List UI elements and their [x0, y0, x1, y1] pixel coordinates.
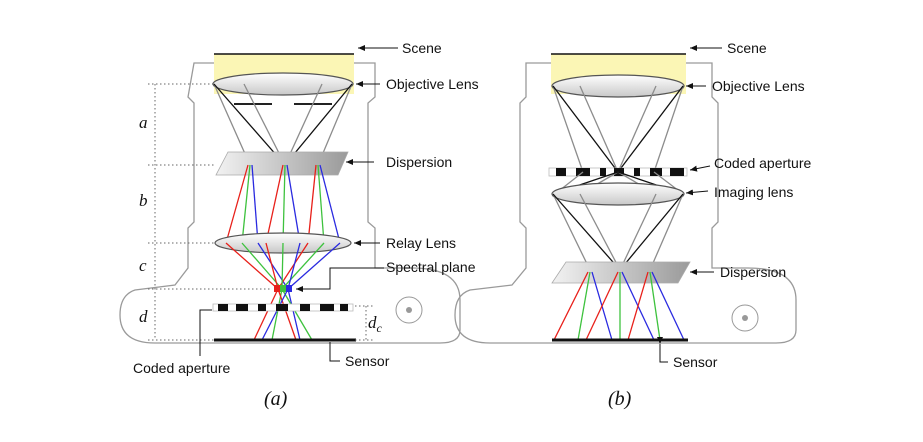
- distance-c-label: c: [139, 256, 147, 275]
- label-dispersion-a: Dispersion: [386, 154, 452, 170]
- label-scene-b: Scene: [727, 40, 767, 56]
- leader-coded-b: [689, 165, 711, 172]
- dispersed-rays-b: [553, 271, 685, 341]
- caption-b: (b): [608, 388, 632, 410]
- distance-guides-a: [148, 83, 374, 341]
- leader-sensor-a: [329, 342, 340, 362]
- spectral-spot-blue-a: [286, 285, 292, 292]
- mount-hole-center-b: [742, 315, 748, 321]
- dispersion-b: [551, 261, 691, 284]
- housing-outline-b: [454, 62, 797, 344]
- label-sensor-b: Sensor: [673, 354, 718, 370]
- leader-imaging-b: [685, 189, 709, 196]
- label-coded-a: Coded aperture: [133, 360, 231, 376]
- label-dispersion-b: Dispersion: [720, 264, 786, 280]
- label-objective-a: Objective Lens: [386, 76, 479, 92]
- mount-hole-center-a: [406, 307, 412, 313]
- leader-sensor-b: [657, 337, 668, 363]
- imaging-rays-b: [552, 193, 684, 271]
- caption-a: (a): [264, 388, 288, 410]
- distance-b-label: b: [139, 191, 148, 210]
- objective-rays-b: [552, 85, 684, 173]
- imaging-lens-b: [551, 182, 685, 206]
- converging-rays-a: [225, 242, 341, 341]
- diagram-b: Scene Objective Lens Coded aperture Imag…: [454, 40, 812, 410]
- coded-aperture-a: [212, 303, 354, 312]
- dispersed-rays-a: [225, 164, 341, 244]
- label-relay-a: Relay Lens: [386, 235, 456, 251]
- housing-outline-a: [119, 62, 461, 344]
- spectral-spot-red-a: [274, 285, 280, 292]
- distance-a-label: a: [139, 113, 148, 132]
- leader-coded-a: [199, 309, 212, 356]
- label-sensor-a: Sensor: [345, 353, 390, 369]
- label-imaging-b: Imaging lens: [714, 184, 793, 200]
- objective-lens-a: [212, 72, 354, 96]
- spectral-spot-green-a: [280, 285, 286, 292]
- label-coded-b: Coded aperture: [714, 155, 812, 171]
- label-objective-b: Objective Lens: [712, 78, 805, 94]
- label-scene-a: Scene: [402, 40, 442, 56]
- leader-spectral-a: [296, 267, 384, 292]
- diagram-a: a b c d dc Scene Objective Lens Dispersi…: [119, 40, 479, 410]
- objective-rays-a: [213, 83, 353, 166]
- label-spectral-a: Spectral plane: [386, 259, 476, 275]
- distance-d-label: d: [139, 307, 148, 326]
- objective-lens-b: [551, 74, 685, 98]
- distance-dc-label: dc: [368, 313, 383, 335]
